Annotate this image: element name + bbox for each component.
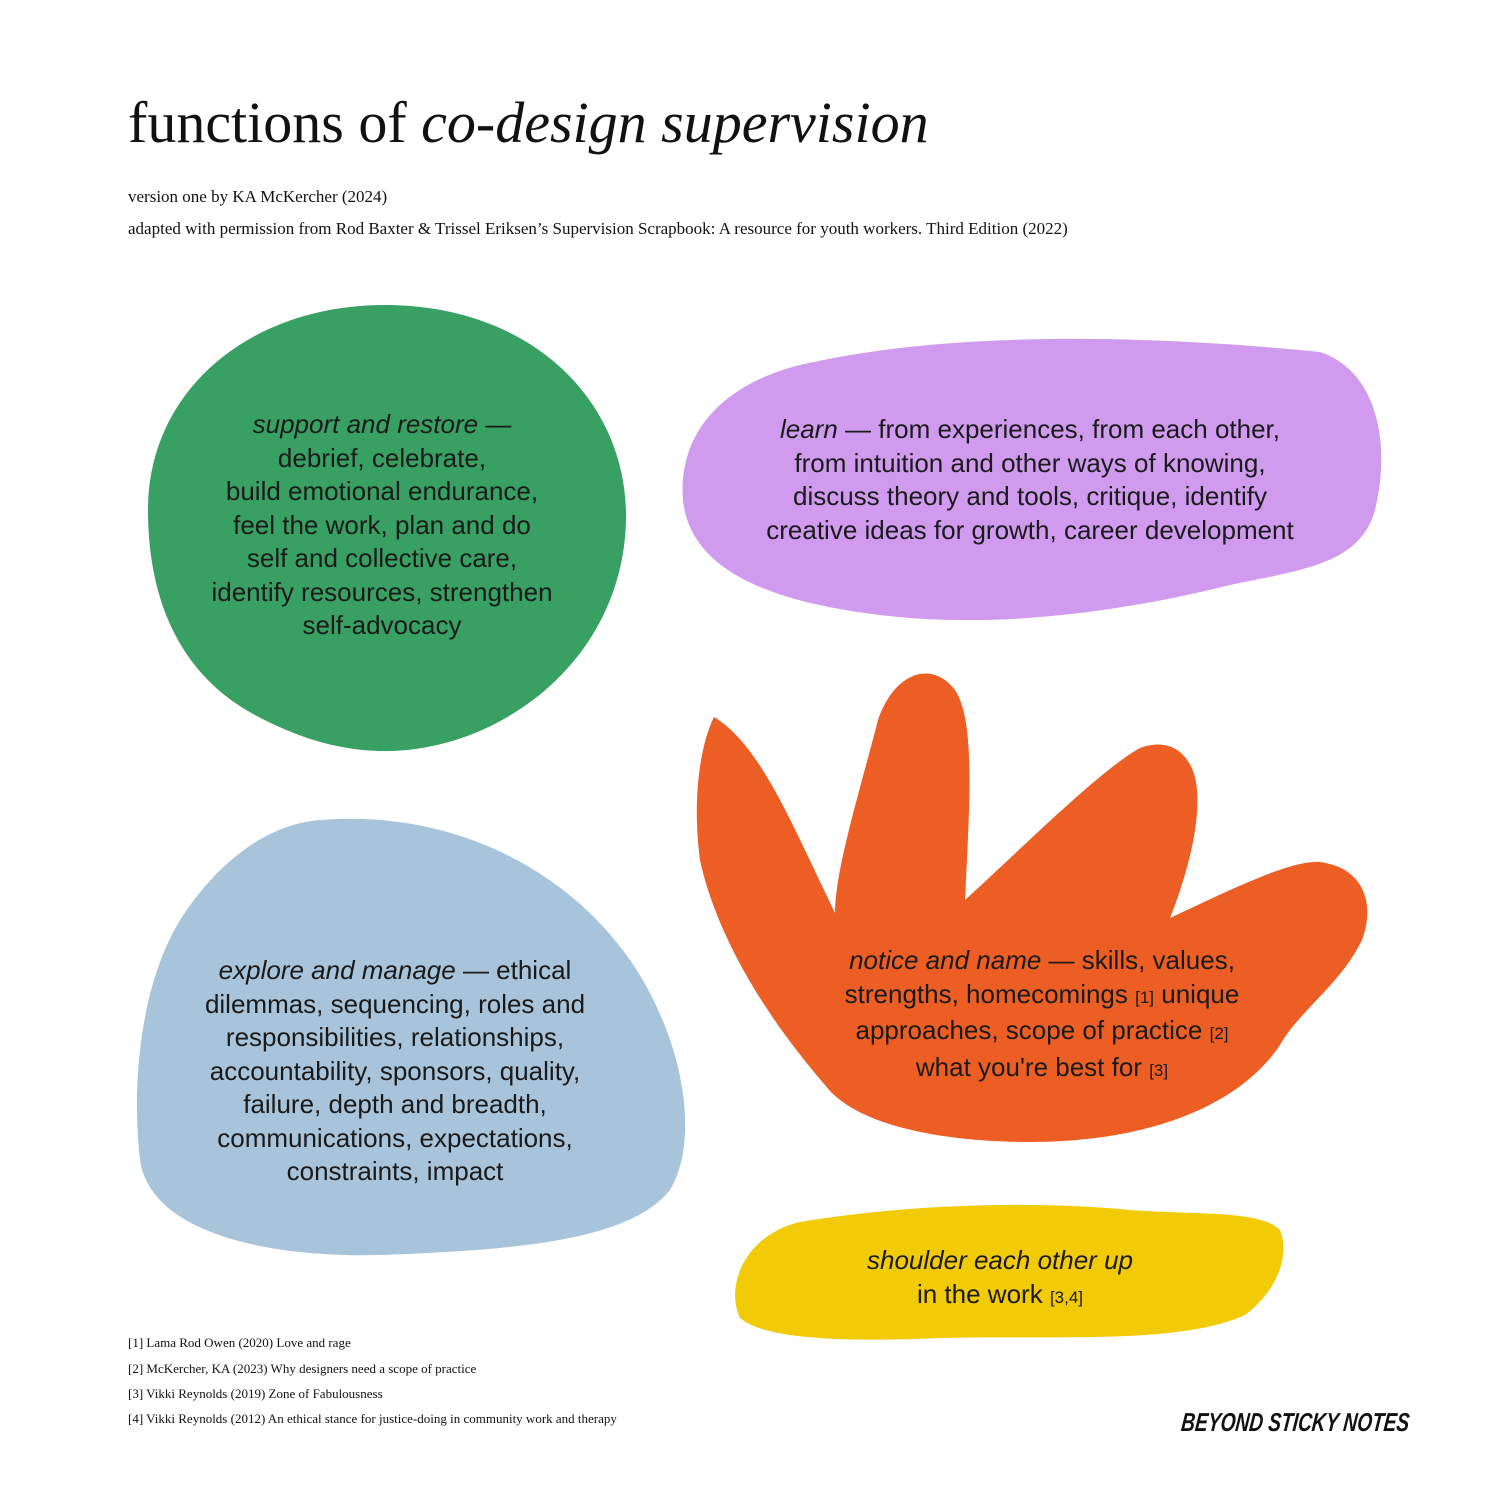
- support-text: support and restore — debrief, celebrate…: [150, 408, 614, 643]
- support-lead: support and restore: [252, 409, 479, 439]
- notice-line: strengths, homecomings: [844, 978, 1128, 1009]
- support-line: feel the work, plan and do: [233, 509, 531, 540]
- notice-ref: [2]: [1209, 1024, 1229, 1043]
- support-line: build emotional endurance,: [225, 476, 539, 506]
- title-italic: co-design supervision: [421, 90, 929, 155]
- support-line: self and collective care,: [246, 543, 518, 573]
- support-line: debrief, celebrate,: [277, 442, 487, 473]
- explore-line: failure, depth and breadth,: [243, 1089, 547, 1119]
- notice-lead: notice and name: [849, 945, 1042, 975]
- brand-wordmark: BEYOND STICKY NOTES: [1180, 1407, 1411, 1437]
- adapted-line: adapted with permission from Rod Baxter …: [128, 219, 1068, 238]
- footnote: [2] McKercher, KA (2023) Why designers n…: [128, 1361, 477, 1376]
- page-title: functions of co-design supervision: [128, 88, 929, 158]
- explore-line: — ethical: [455, 955, 572, 985]
- notice-line: what you're best for: [915, 1051, 1142, 1082]
- support-blob: [148, 305, 627, 752]
- learn-line: — from experiences, from each other,: [837, 414, 1281, 444]
- notice-ref: [3]: [1149, 1060, 1169, 1080]
- explore-line: communications, expectations,: [217, 1122, 573, 1153]
- explore-line: responsibilities, relationships,: [225, 1022, 565, 1052]
- shoulder-ref: [3,4]: [1049, 1287, 1084, 1307]
- footnote: [3] Vikki Reynolds (2019) Zone of Fabulo…: [128, 1386, 383, 1401]
- notice-line: — skills, values,: [1041, 945, 1235, 975]
- shoulder-text: shoulder each other up in the work [3,4]: [800, 1244, 1200, 1314]
- notice-ref: [1]: [1135, 987, 1155, 1007]
- learn-line: discuss theory and tools, critique, iden…: [792, 481, 1268, 511]
- learn-lead: learn: [779, 414, 838, 444]
- notice-line: approaches, scope of practice: [855, 1015, 1203, 1045]
- footnote: [4] Vikki Reynolds (2012) An ethical sta…: [128, 1411, 617, 1426]
- support-line: self-advocacy: [302, 610, 462, 640]
- shoulder-blob: [735, 1204, 1284, 1340]
- learn-line: creative ideas for growth, career develo…: [766, 514, 1294, 545]
- footnote: [1] Lama Rod Owen (2020) Love and rage: [128, 1335, 351, 1350]
- explore-text: explore and manage — ethical dilemmas, s…: [165, 954, 625, 1189]
- learn-text: learn — from experiences, from each othe…: [700, 413, 1360, 547]
- notice-text: notice and name — skills, values, streng…: [792, 944, 1292, 1087]
- version-line: version one by KA McKercher (2024): [128, 187, 388, 206]
- explore-line: dilemmas, sequencing, roles and: [204, 988, 586, 1019]
- support-line: identify resources, strengthen: [211, 576, 553, 607]
- explore-blob: [136, 818, 686, 1256]
- shoulder-line: in the work: [916, 1278, 1043, 1309]
- learn-blob: [682, 338, 1382, 621]
- learn-line: from intuition and other ways of knowing…: [794, 447, 1266, 478]
- explore-lead: explore and manage: [218, 955, 456, 985]
- brand-logo: BEYOND STICKY NOTES: [1180, 1407, 1411, 1437]
- explore-line: constraints, impact: [286, 1156, 504, 1186]
- notice-line: unique: [1154, 978, 1240, 1009]
- support-dash: —: [478, 409, 512, 439]
- notice-blob: [696, 673, 1368, 1142]
- shoulder-lead: shoulder each other up: [867, 1245, 1133, 1275]
- title-plain: functions of: [128, 90, 407, 155]
- explore-line: accountability, sponsors, quality,: [209, 1055, 581, 1086]
